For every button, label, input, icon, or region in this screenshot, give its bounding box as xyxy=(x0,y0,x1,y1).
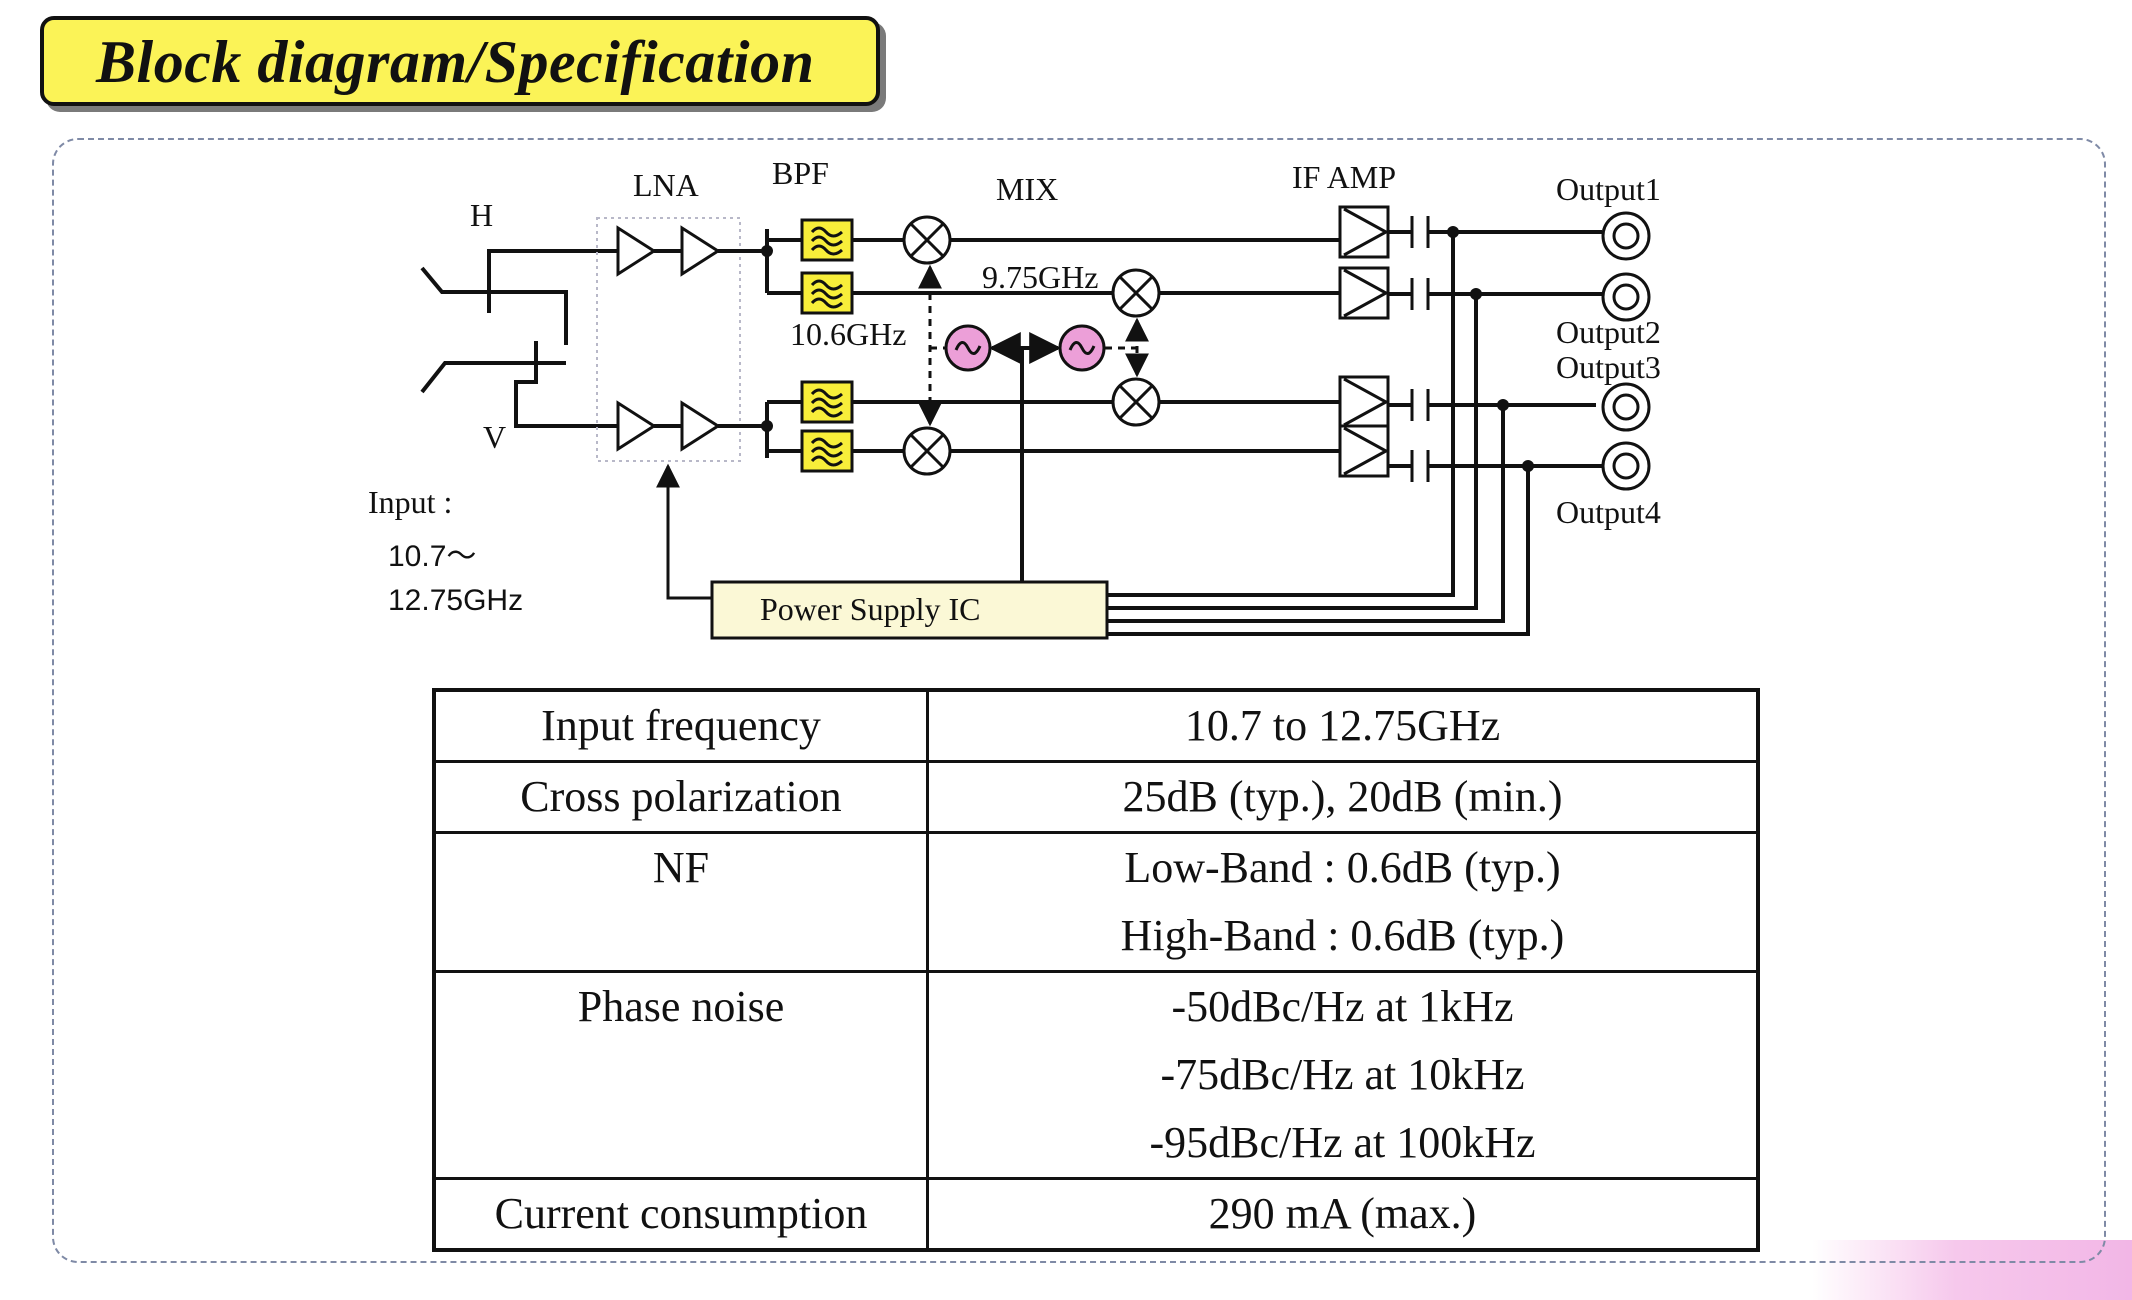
mixer-icon xyxy=(1111,377,1161,427)
lna-amplifiers xyxy=(616,225,721,452)
diagram-panel xyxy=(52,138,2106,1263)
table-row: Phase noise -50dBc/Hz at 1kHz -75dBc/Hz … xyxy=(432,970,1760,1180)
if-amp-icon xyxy=(1338,266,1390,320)
power-supply-ic xyxy=(710,580,1109,640)
lna-v-stage2 xyxy=(680,400,721,452)
output-connector-icon xyxy=(1601,211,1651,261)
if-amp-icon xyxy=(1338,424,1390,478)
table-row: Current consumption 290 mA (max.) xyxy=(432,1177,1760,1252)
bpf-filter-icon xyxy=(800,218,854,262)
input-range-end: 12.75GHz xyxy=(388,584,523,617)
label-v: V xyxy=(483,419,506,455)
output-label-4: Output4 xyxy=(1556,494,1661,530)
spec-value: 10.7 to 12.75GHz xyxy=(1184,701,1501,750)
output-label-1: Output1 xyxy=(1556,171,1661,207)
if-amp-icon xyxy=(1338,375,1390,429)
table-row: Cross polarization 25dB (typ.), 20dB (mi… xyxy=(432,760,1760,834)
oscillator-icon xyxy=(944,324,992,372)
antenna-probes xyxy=(420,249,612,428)
junction-v xyxy=(761,420,773,432)
output-connector-icon xyxy=(1601,382,1651,432)
table-row: NF Low-Band : 0.6dB (typ.) High-Band : 0… xyxy=(432,831,1760,973)
lna-v-stage1 xyxy=(616,400,657,452)
lna-h-stage2 xyxy=(680,225,721,277)
input-range-start: 10.7～ xyxy=(388,540,476,573)
spec-label: NF xyxy=(652,843,710,892)
bias-junction xyxy=(1497,399,1509,411)
lo-label-low: 10.6GHz xyxy=(790,316,906,352)
capacitor-icon xyxy=(1410,448,1430,484)
bpf-filter-icon xyxy=(800,380,854,424)
spec-label: Cross polarization xyxy=(520,772,842,821)
label-mix: MIX xyxy=(996,171,1058,207)
spec-value: High-Band : 0.6dB (typ.) xyxy=(1120,911,1565,960)
spec-label: Current consumption xyxy=(494,1189,868,1238)
lna-boundary xyxy=(596,217,741,462)
bias-junction xyxy=(1522,460,1534,472)
junction-h xyxy=(761,245,773,257)
spec-value: 25dB (typ.), 20dB (min.) xyxy=(1122,772,1563,821)
bpf-filter-icon xyxy=(800,429,854,473)
spec-value: Low-Band : 0.6dB (typ.) xyxy=(1124,843,1561,892)
output-connector-icon xyxy=(1601,441,1651,491)
section-banner: Block diagram/Specification xyxy=(40,16,880,106)
bias-junction xyxy=(1470,288,1482,300)
mixer-icon xyxy=(902,215,952,265)
capacitor-icon xyxy=(1410,387,1430,423)
section-title: Block diagram/Specification xyxy=(96,29,815,95)
power-supply-label: Power Supply IC xyxy=(760,591,980,627)
capacitor-icon xyxy=(1410,276,1430,312)
table-row: Input frequency 10.7 to 12.75GHz xyxy=(432,688,1760,763)
spec-value: -95dBc/Hz at 100kHz xyxy=(1149,1118,1536,1167)
capacitor-icon xyxy=(1410,214,1430,250)
page-corner-tint xyxy=(1812,1240,2132,1300)
bpf-filter-icon xyxy=(800,271,854,315)
lo-label-high: 9.75GHz xyxy=(982,259,1098,295)
spec-table: Input frequency 10.7 to 12.75GHz Cross p… xyxy=(432,688,1760,1252)
spec-value: -75dBc/Hz at 10kHz xyxy=(1160,1050,1525,1099)
output-label-3: Output3 xyxy=(1556,349,1661,385)
if-amp-icon xyxy=(1338,205,1390,259)
lna-h-stage1 xyxy=(616,225,657,277)
oscillator-icon xyxy=(1058,324,1106,372)
mixer-icon xyxy=(902,426,952,476)
label-if-amp: IF AMP xyxy=(1292,159,1396,195)
input-label: Input : xyxy=(368,484,452,520)
spec-label: Input frequency xyxy=(541,701,821,750)
lna-bias-arrow xyxy=(656,463,712,600)
label-bpf: BPF xyxy=(772,155,829,191)
spec-label: Phase noise xyxy=(577,982,785,1031)
spec-value: -50dBc/Hz at 1kHz xyxy=(1171,982,1514,1031)
label-lna: LNA xyxy=(633,167,699,203)
output-label-2: Output2 xyxy=(1556,314,1661,350)
label-h: H xyxy=(470,197,493,233)
bias-junction xyxy=(1447,226,1459,238)
spec-value: 290 mA (max.) xyxy=(1208,1189,1477,1238)
mixer-icon xyxy=(1111,268,1161,318)
